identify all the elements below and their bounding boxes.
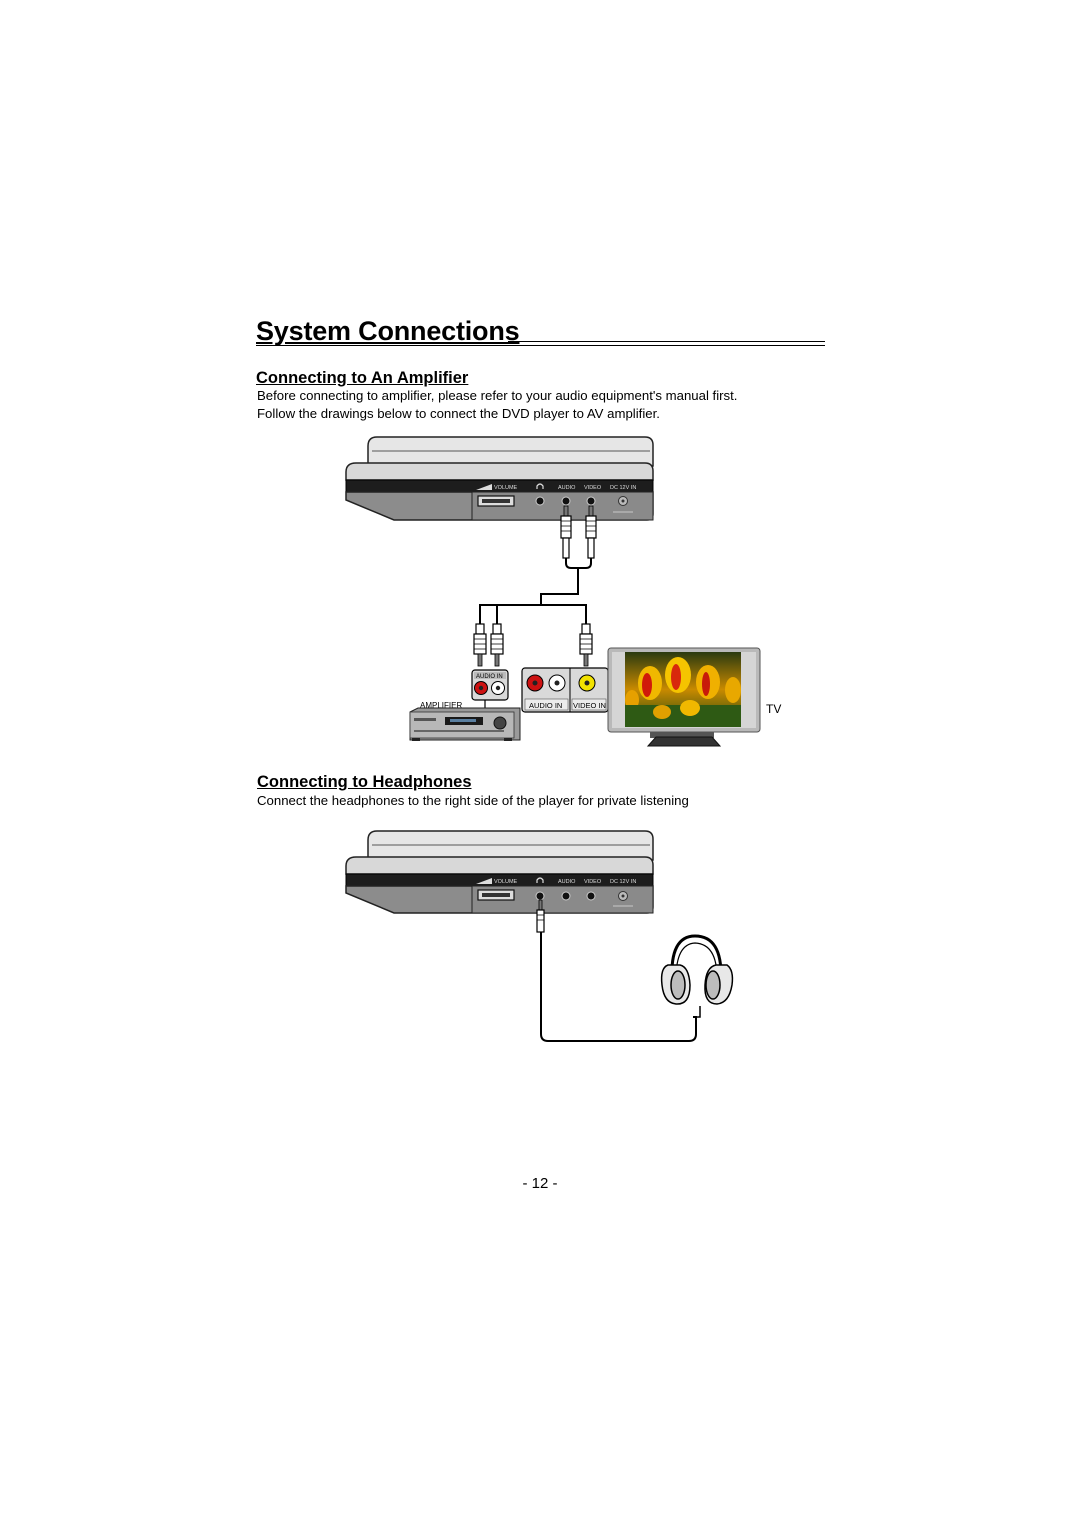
headphone-cable — [540, 932, 697, 1042]
player-video-plug — [585, 505, 597, 559]
amplifier-instruction-1: Before connecting to amplifier, please r… — [257, 388, 738, 403]
tv-audio-in-label: AUDIO IN — [529, 701, 562, 710]
panel-dc-label-2: DC 12V IN — [610, 879, 636, 885]
page-title: System Connections — [256, 316, 520, 346]
amplifier-heading: Connecting to An Amplifier — [256, 369, 469, 387]
dvd-player-top — [345, 436, 654, 521]
amplifier-unit — [409, 707, 521, 741]
volume-wedge-icon — [476, 484, 492, 490]
amp-audio-in-panel — [471, 669, 509, 701]
volume-wedge-icon-2 — [476, 878, 492, 884]
headphones-icon — [660, 934, 734, 1005]
headphones-instruction: Connect the headphones to the right side… — [257, 793, 689, 808]
tv-set — [607, 647, 761, 747]
panel-audio-label: AUDIO — [558, 485, 576, 491]
amp-audio-in-label: AUDIO IN — [476, 674, 503, 680]
av-cable — [479, 558, 592, 624]
headphone-symbol-icon — [536, 483, 544, 489]
tv-jack-panel — [521, 667, 609, 713]
panel-volume-label-2: VOLUME — [494, 879, 518, 885]
panel-video-label-2: VIDEO — [584, 879, 602, 885]
amplifier-instruction-2: Follow the drawings below to connect the… — [257, 406, 660, 421]
title-rule-top — [508, 341, 825, 342]
tv-video-plug — [579, 623, 593, 667]
amplifier-label: AMPLIFIER — [420, 701, 462, 710]
player-audio-plug — [560, 505, 572, 559]
tulip-image — [625, 657, 741, 727]
amp-left-plug — [473, 623, 487, 667]
headphones-heading: Connecting to Headphones — [257, 773, 472, 791]
panel-dc-label: DC 12V IN — [610, 485, 636, 491]
dvd-player-headphones-view — [345, 830, 654, 914]
panel-volume-label: VOLUME — [494, 485, 518, 491]
headphone-symbol-icon-2 — [536, 877, 544, 883]
tv-video-in-label: VIDEO IN — [573, 701, 606, 710]
page-number: - 12 - — [522, 1175, 558, 1192]
title-rule-bottom — [256, 345, 825, 346]
tv-label: TV — [766, 702, 781, 716]
amp-right-plug — [490, 623, 504, 667]
panel-audio-label-2: AUDIO — [558, 879, 576, 885]
panel-video-label: VIDEO — [584, 485, 602, 491]
